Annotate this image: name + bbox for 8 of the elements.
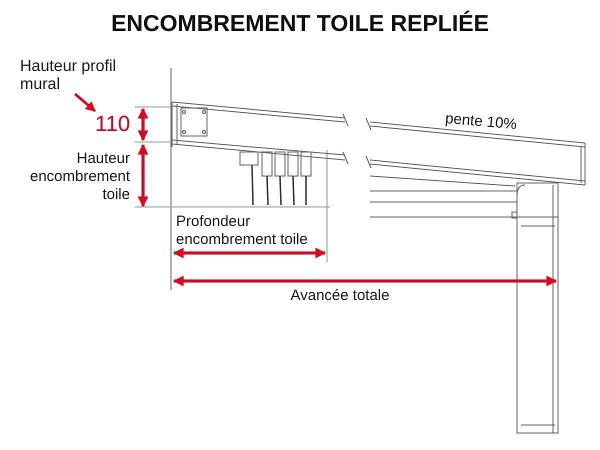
dimension-label: Avancée totale: [290, 287, 390, 305]
diagram-title: ENCOMBREMENT TOILE REPLIÉE: [110, 10, 490, 37]
slope-label: pente 10%: [444, 110, 518, 136]
dimension-label: Profondeur encombrement toile: [176, 213, 309, 249]
callout-label: Hauteur profil mural: [20, 58, 132, 94]
leader-arrow: [74, 93, 96, 112]
dimension-value: 110: [95, 111, 135, 137]
dimension-label: Hauteur encombrement toile: [30, 150, 130, 204]
